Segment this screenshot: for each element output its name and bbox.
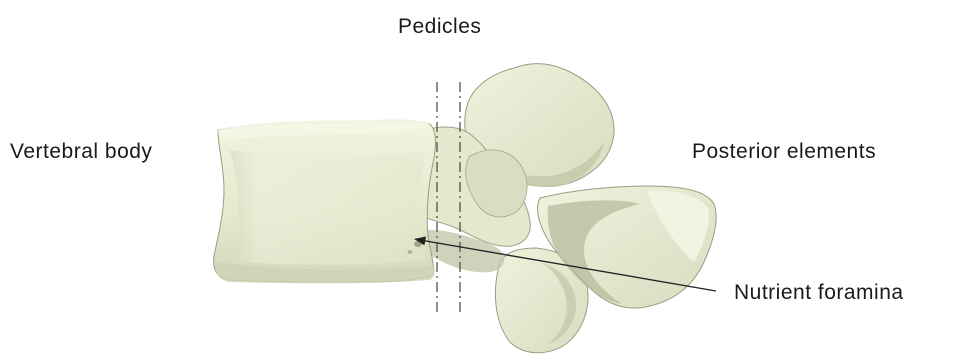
nutrient-foramen (408, 250, 413, 254)
nutrient-foramina-label: Nutrient foramina (734, 282, 904, 303)
body-waist-shadow (230, 150, 426, 265)
vertebral-body-label: Vertebral body (10, 141, 152, 162)
pedicles-label: Pedicles (398, 16, 481, 37)
posterior-elements-label: Posterior elements (692, 141, 876, 162)
